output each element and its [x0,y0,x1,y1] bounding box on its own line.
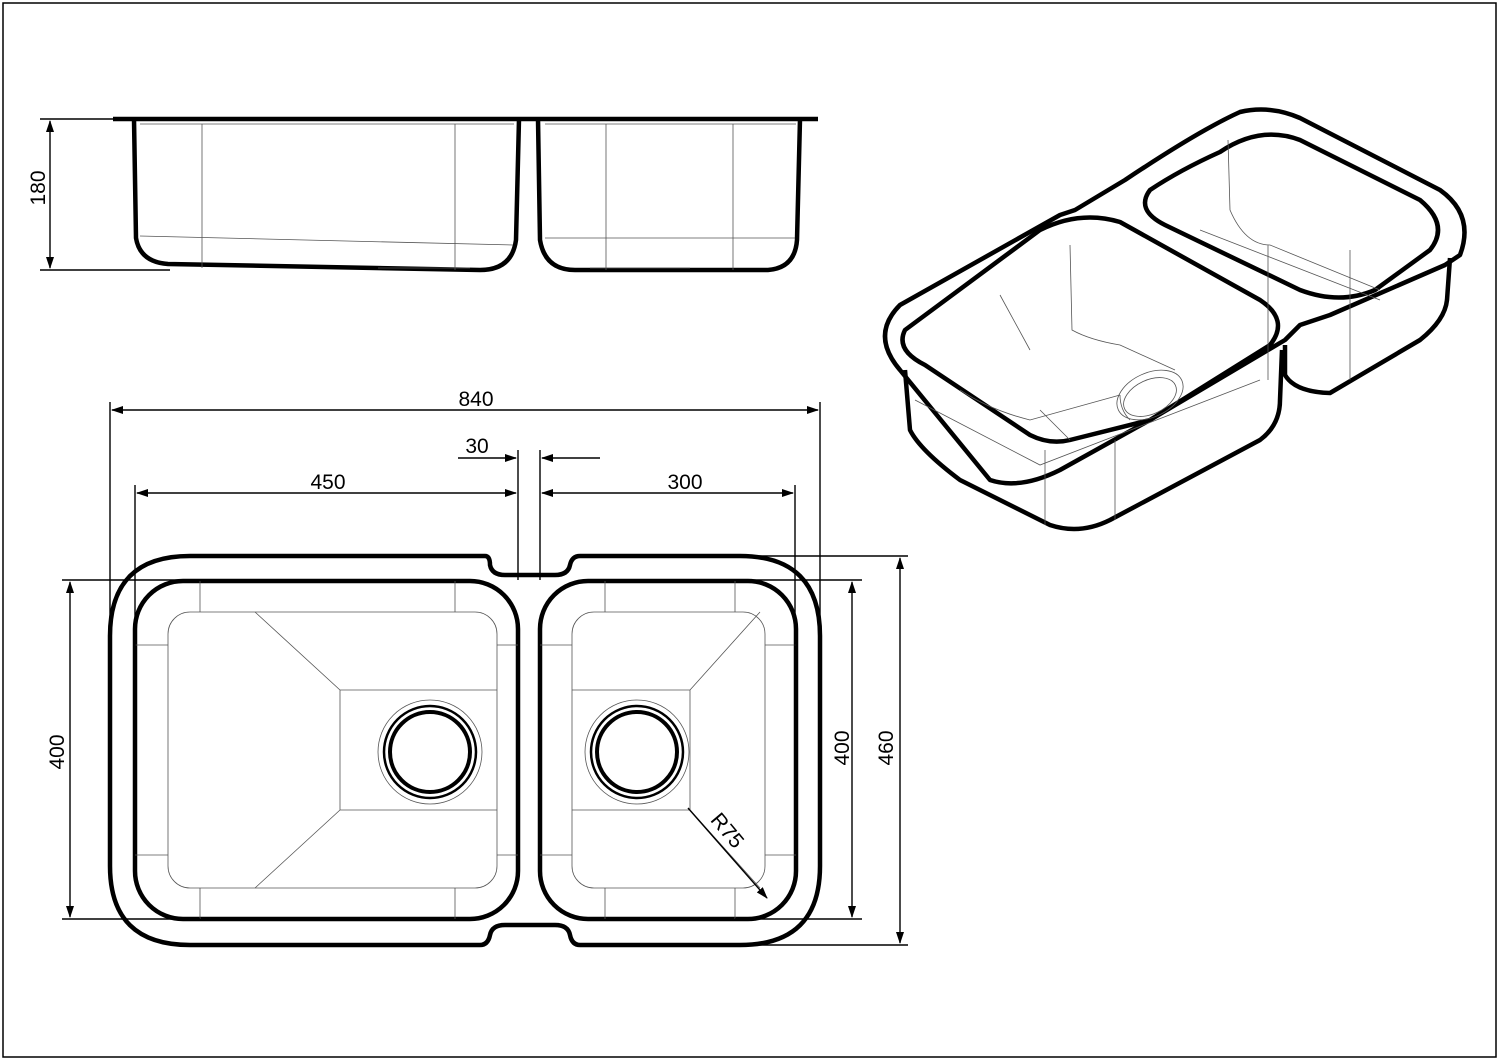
label-corner-radius: R75 [706,809,748,853]
left-bowl [132,578,521,922]
label-depth: 180 [27,170,50,205]
label-divider-gap: 30 [465,435,488,458]
top-view [107,553,823,948]
label-right-bowl-length: 400 [831,730,854,765]
dimension-lines [40,118,908,946]
side-view [113,116,818,273]
right-bowl [537,578,799,922]
label-overall-width: 840 [458,388,493,411]
flange-outline [107,553,823,948]
label-left-bowl-length: 400 [46,734,69,769]
label-right-bowl-width: 300 [667,471,702,494]
dimension-labels: 180 840 30 450 300 400 400 460 R75 [27,170,898,852]
isometric-view [882,107,1467,532]
left-drain [377,699,483,805]
right-drain [584,699,690,805]
label-left-bowl-width: 450 [310,471,345,494]
label-overall-length: 460 [875,730,898,765]
